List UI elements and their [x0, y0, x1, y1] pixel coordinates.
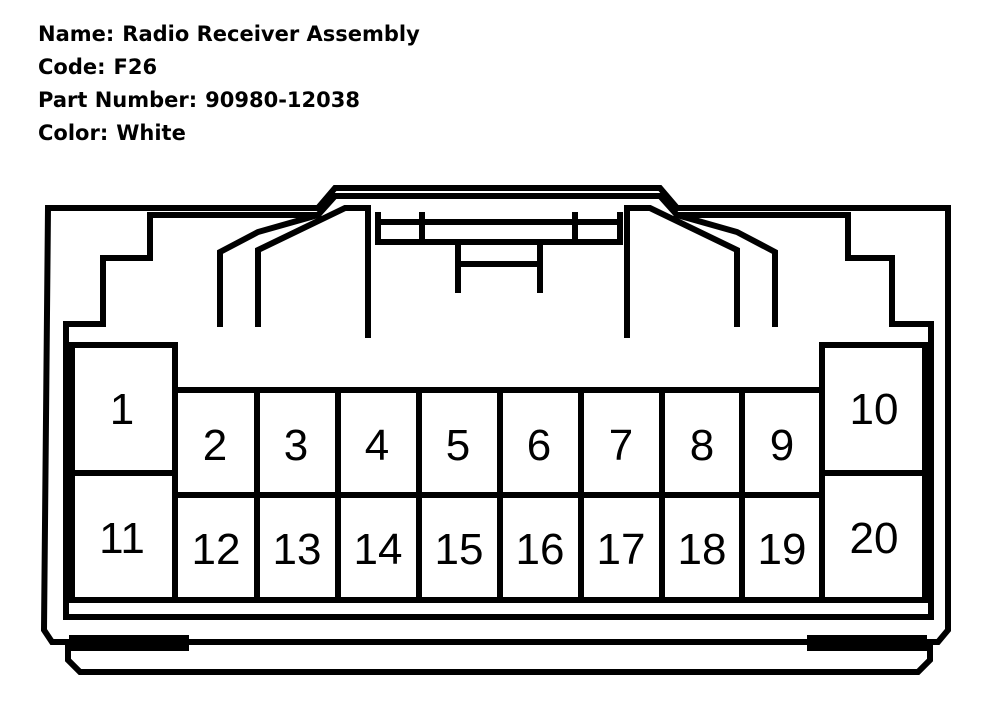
cavity-1: [69, 342, 178, 476]
left-latch-block: [217, 211, 322, 327]
pin-label-14: 14: [354, 525, 403, 574]
left-latch-inner: [255, 205, 371, 338]
pin-label-19: 19: [758, 525, 807, 574]
code-label: Code:: [38, 55, 106, 79]
cavity-6: [497, 387, 584, 498]
cavity-5: [416, 387, 503, 498]
locking-key-stem: [455, 239, 543, 293]
code-value: F26: [113, 55, 158, 79]
cavity-18: [659, 492, 745, 603]
pin-label-15: 15: [435, 525, 484, 574]
pin-label-9: 9: [770, 421, 794, 470]
locking-key: [375, 212, 623, 245]
cavity-17: [578, 492, 665, 603]
pin-label-6: 6: [527, 421, 551, 470]
pin-label-17: 17: [597, 525, 646, 574]
part-number-row: Part Number: 90980-12038: [38, 84, 420, 117]
part-number-label: Part Number:: [38, 88, 198, 112]
connector-info: Name: Radio Receiver Assembly Code: F26 Pa…: [38, 18, 420, 150]
pin-label-10: 10: [850, 385, 899, 434]
pin-label-8: 8: [690, 421, 714, 470]
pin-label-7: 7: [609, 421, 633, 470]
cavity-11: [69, 470, 178, 603]
cavity-13: [254, 492, 341, 603]
pin-label-16: 16: [516, 525, 565, 574]
color-value: White: [116, 121, 186, 145]
pin-label-20: 20: [850, 514, 899, 563]
part-number-value: 90980-12038: [205, 88, 360, 112]
connector-base: [65, 639, 933, 675]
name-row: Name: Radio Receiver Assembly: [38, 18, 420, 51]
pin-label-13: 13: [273, 525, 322, 574]
code-row: Code: F26: [38, 51, 420, 84]
cavity-10: [819, 342, 928, 476]
pin-label-3: 3: [284, 421, 308, 470]
color-row: Color: White: [38, 117, 420, 150]
pin-label-11: 11: [99, 514, 145, 563]
right-latch-inner: [624, 205, 740, 338]
pin-label-18: 18: [678, 525, 727, 574]
right-latch-block: [673, 211, 778, 327]
pin-label-4: 4: [365, 421, 389, 470]
pin-label-5: 5: [446, 421, 470, 470]
pin-label-2: 2: [203, 421, 227, 470]
base-right-tab: [807, 635, 927, 651]
pin-label-12: 12: [192, 525, 241, 574]
cavity-12: [172, 492, 260, 603]
connector-housing-outline: [40, 185, 951, 645]
cavity-9: [739, 387, 825, 498]
color-label: Color:: [38, 121, 109, 145]
cavity-19: [739, 492, 825, 603]
pin-label-1: 1: [110, 385, 134, 434]
name-label: Name:: [38, 22, 115, 46]
base-left-tab: [69, 635, 189, 651]
name-value: Radio Receiver Assembly: [122, 22, 420, 46]
